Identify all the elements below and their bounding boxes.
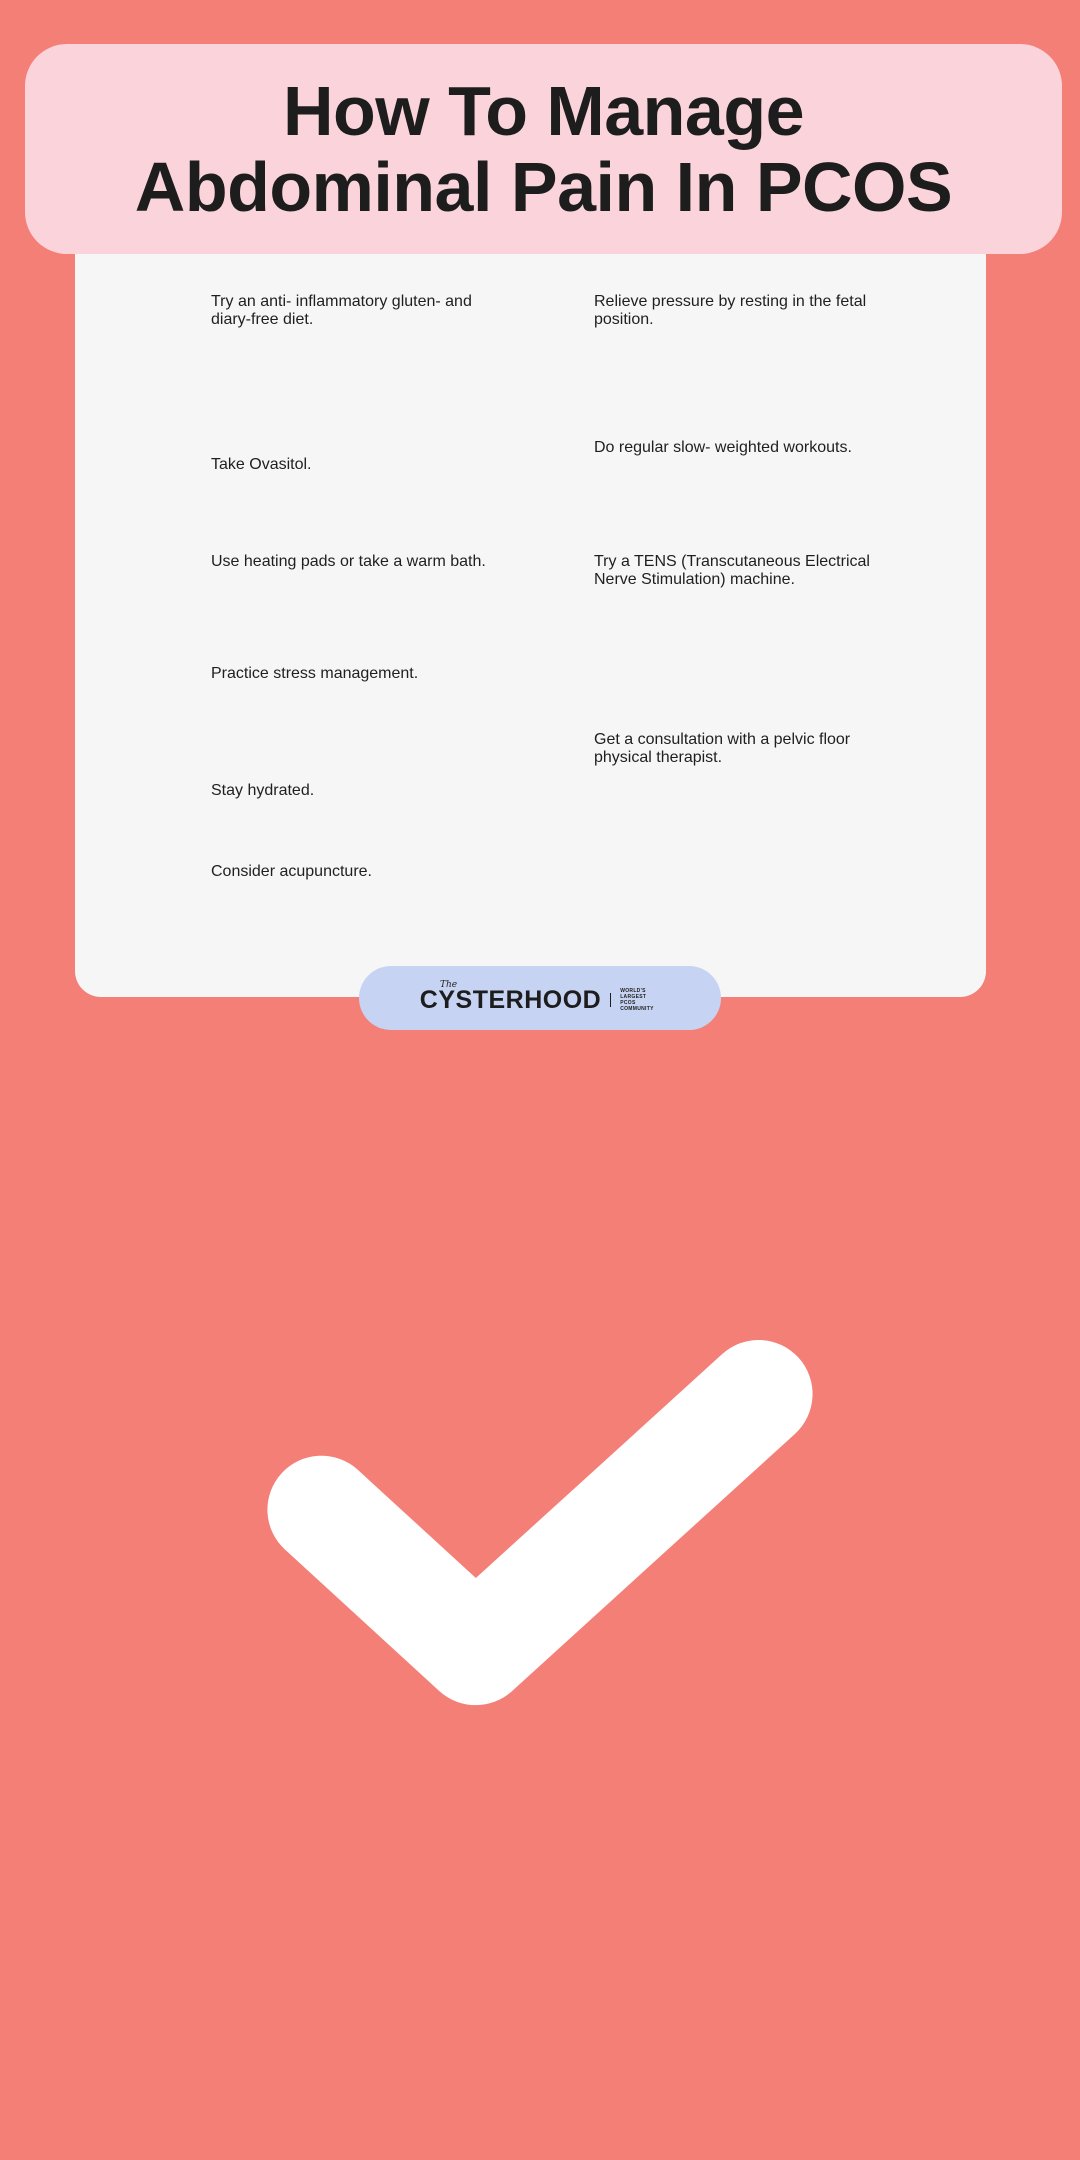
tip-text: Stay hydrated.: [211, 782, 315, 799]
check-bubble-icon: [51, 1084, 1029, 1998]
tip-text: Practice stress management.: [211, 665, 419, 682]
tip-text: Consider acupuncture.: [211, 863, 372, 880]
brand-divider: [610, 993, 612, 1007]
content-panel: [75, 200, 986, 997]
tip-text: Take Ovasitol.: [211, 456, 312, 473]
list-item: Use heating pads or take a warm bath.: [0, 553, 1080, 2160]
tip-text: Use heating pads or take a warm bath.: [211, 553, 486, 570]
page-title: How To Manage Abdominal Pain In PCOS: [134, 72, 953, 226]
check-bubble-icon: [330, 2118, 750, 2160]
tip-text: Try an anti- inflammatory gluten- and di…: [211, 293, 472, 328]
title-line-2: Abdominal Pain In PCOS: [134, 148, 953, 226]
title-line-1: How To Manage: [282, 72, 805, 150]
brand-badge: CYSTERHOOD WORLD'S LARGEST PCOS COMMUNIT…: [359, 966, 721, 1030]
title-banner: How To Manage Abdominal Pain In PCOS: [25, 44, 1062, 254]
tip-text: Relieve pressure by resting in the fetal…: [594, 293, 867, 328]
tip-text: Do regular slow- weighted workouts.: [594, 439, 852, 456]
tip-text: Try a TENS (Transcutaneous Electrical Ne…: [594, 553, 870, 588]
brand-logo: CYSTERHOOD: [419, 985, 602, 1014]
brand-tagline: WORLD'S LARGEST PCOS COMMUNITY: [620, 988, 654, 1012]
brand-prefix: The: [440, 980, 458, 990]
list-item: Take Ovasitol.: [0, 456, 1080, 2068]
tip-text: Get a consultation with a pelvic floor p…: [594, 731, 851, 766]
